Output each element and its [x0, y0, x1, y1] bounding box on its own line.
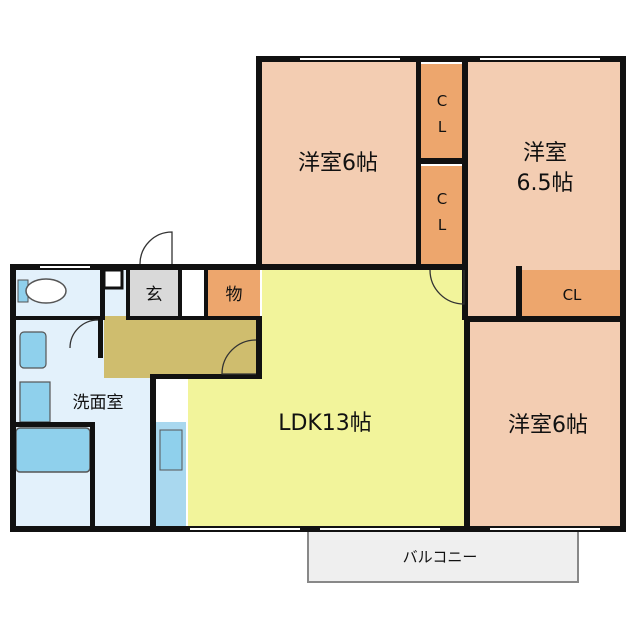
- balcony-area: [307, 529, 579, 583]
- room-storage: [208, 270, 260, 316]
- room-western-bottom-label: 洋室6帖: [508, 413, 588, 438]
- closet-mid-label-c: C: [437, 190, 447, 208]
- bath-area: [16, 476, 90, 526]
- room-western-top: [262, 60, 416, 266]
- closet-right-label: CL: [563, 286, 582, 304]
- walls: [10, 56, 626, 532]
- room-hall: [104, 316, 260, 378]
- bathtub-icon: [15, 427, 91, 473]
- washbasin-icon: [19, 331, 47, 369]
- room-western-top-label: 洋室6帖: [298, 151, 378, 176]
- closet-right: [520, 270, 624, 318]
- storage-label: 物: [226, 285, 243, 305]
- closet-upper-label-c: C: [437, 92, 447, 110]
- room-western-right-label-line2: 6.5帖: [517, 171, 574, 196]
- closet-upper-label-l: L: [438, 118, 447, 136]
- room-western-right-label-line1: 洋室: [523, 141, 567, 166]
- closet-mid: [420, 166, 464, 264]
- window-marks: [40, 58, 600, 530]
- toilet-icon: [17, 278, 67, 304]
- balcony-label: バルコニー: [403, 548, 478, 566]
- room-entrance: [130, 270, 178, 318]
- room-washroom-label: 洗面室: [73, 393, 124, 413]
- closet-upper: [420, 64, 464, 160]
- room-ldk: [188, 268, 466, 528]
- closet-mid-label-l: L: [438, 216, 447, 234]
- door-swings: [69, 231, 465, 375]
- room-western-bottom: [470, 322, 624, 528]
- room-ldk-label: LDK13帖: [278, 411, 372, 436]
- laundry-pan-icon: [19, 381, 51, 423]
- stove-icon: [159, 429, 183, 471]
- entrance-label: 玄: [146, 285, 163, 305]
